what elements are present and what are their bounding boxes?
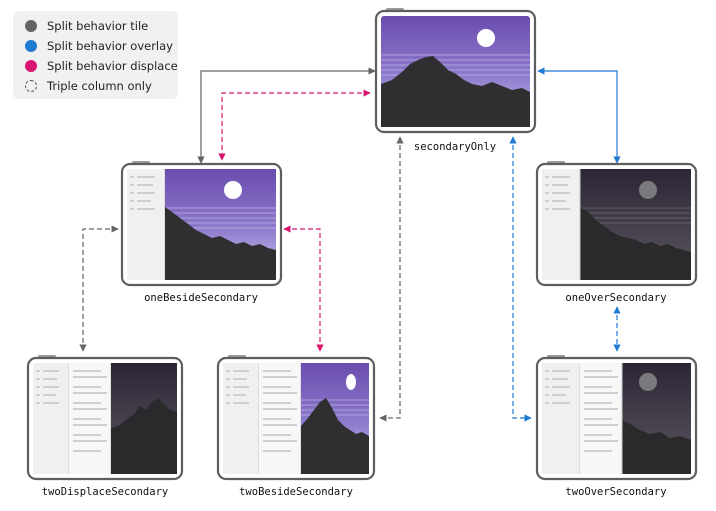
caption-one-beside-secondary: oneBesideSecondary xyxy=(144,292,258,304)
triple-arrow-secondary-twobeside xyxy=(379,136,404,422)
tablet-two-beside-secondary xyxy=(216,355,376,481)
tablet-one-over-secondary xyxy=(535,161,698,287)
caption-two-over-secondary: twoOverSecondary xyxy=(565,486,667,498)
overlay-arrow-secondary-oneover xyxy=(537,67,621,164)
legend-item-displace: Split behavior displace xyxy=(25,57,178,75)
legend: Split behavior tile Split behavior overl… xyxy=(13,11,178,99)
legend-item-triple: Triple column only xyxy=(25,77,152,95)
legend-label-displace: Split behavior displace xyxy=(47,59,178,73)
dashed-circle-icon xyxy=(25,80,37,92)
caption-two-beside-secondary: twoBesideSecondary xyxy=(239,486,353,498)
tile-arrow-secondary-onebeside xyxy=(197,67,376,164)
mountain-icon xyxy=(301,398,369,474)
caption-secondary-only: secondaryOnly xyxy=(413,141,497,153)
triple-arrow-onebeside-twodisplace xyxy=(79,225,119,352)
tablet-one-beside-secondary xyxy=(120,161,283,287)
legend-item-tile: Split behavior tile xyxy=(25,17,148,35)
tile-dot-icon xyxy=(25,20,37,32)
tablet-secondary-only xyxy=(374,8,537,134)
mountain-icon xyxy=(111,398,177,474)
mountain-icon xyxy=(381,56,530,127)
mountain-icon xyxy=(622,420,691,474)
caption-one-over-secondary: oneOverSecondary xyxy=(565,292,667,304)
caption-two-displace-secondary: twoDisplaceSecondary xyxy=(41,486,169,498)
displace-dot-icon xyxy=(25,60,37,72)
legend-item-overlay: Split behavior overlay xyxy=(25,37,173,55)
connectors xyxy=(79,67,621,422)
legend-label-tile: Split behavior tile xyxy=(47,19,149,33)
legend-label-triple: Triple column only xyxy=(47,79,152,93)
legend-label-overlay: Split behavior overlay xyxy=(47,39,173,53)
displace-arrow-secondary-onebeside xyxy=(218,89,371,161)
mountain-icon xyxy=(165,207,276,280)
tablet-two-displace-secondary xyxy=(26,355,184,481)
displace-arrow-onebeside-twobeside xyxy=(283,225,324,352)
overlay-dot-icon xyxy=(25,40,37,52)
tablet-two-over-secondary xyxy=(535,355,698,481)
mountain-icon xyxy=(580,207,691,280)
overlay-arrow-secondary-twoover xyxy=(509,136,532,422)
